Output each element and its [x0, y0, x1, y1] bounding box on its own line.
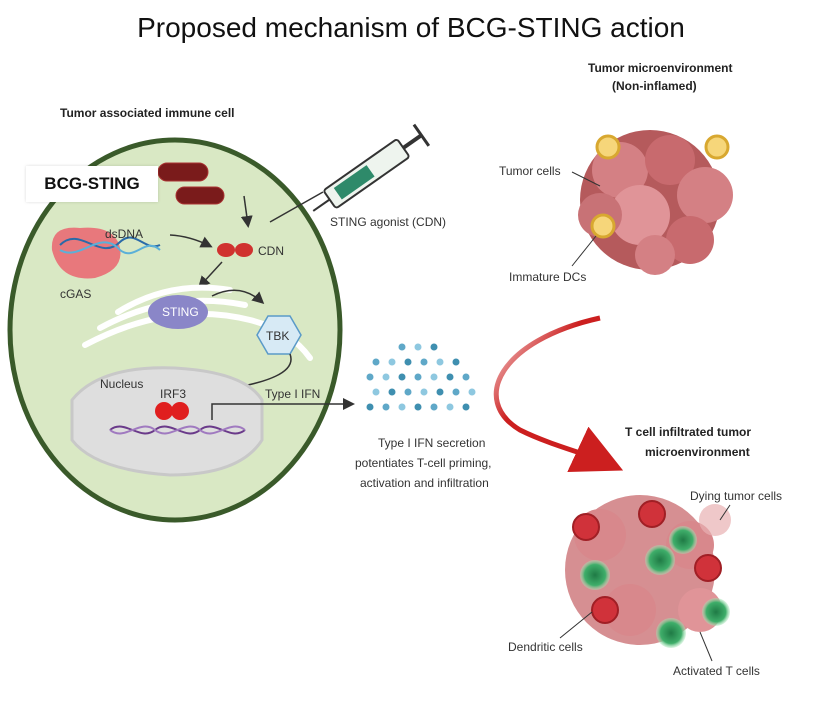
irf3-icon — [155, 402, 189, 420]
ifn-particle — [446, 403, 454, 411]
ifn-particle — [452, 388, 460, 396]
ifn-particle — [420, 358, 428, 366]
sting-label: STING — [162, 305, 199, 319]
bcg-sting-badge: BCG-STING — [26, 166, 158, 202]
agonist-label: STING agonist (CDN) — [330, 215, 446, 229]
ifn-particle — [462, 403, 470, 411]
transition-arrow — [493, 315, 624, 472]
ifn-particle — [414, 373, 422, 381]
tme-top-heading-2: (Non-inflamed) — [612, 79, 697, 93]
ifn-particle — [404, 358, 412, 366]
immature-dcs-label: Immature DCs — [509, 270, 586, 284]
nucleus — [70, 366, 264, 477]
secretion-line-3: activation and infiltration — [360, 476, 489, 490]
immature-dc-icon — [590, 134, 730, 239]
tme-bottom-heading-2: microenvironment — [645, 445, 750, 459]
activated-t-cell-icon — [580, 526, 730, 648]
bcg-bacteria-icon — [157, 162, 225, 205]
secretion-line-2: potentiates T-cell priming, — [355, 456, 492, 470]
ifn-particle — [446, 373, 454, 381]
ifn-particle — [430, 403, 438, 411]
sting-icon — [148, 295, 208, 329]
ifn-particle — [382, 373, 390, 381]
ifn-particle — [388, 358, 396, 366]
ifn-particle — [398, 343, 406, 351]
ifn-particle — [462, 373, 470, 381]
ifn-particle — [372, 388, 380, 396]
ifn-particle — [452, 358, 460, 366]
dying-cells-label: Dying tumor cells — [690, 489, 782, 503]
tme-top-heading-1: Tumor microenvironment — [588, 61, 732, 75]
irf3-label: IRF3 — [160, 387, 186, 401]
syringe-icon — [312, 123, 431, 212]
tme-bottom-heading-1: T cell infiltrated tumor — [625, 425, 751, 439]
cgas-label: cGAS — [60, 287, 91, 301]
cell-heading: Tumor associated immune cell — [60, 106, 235, 120]
tbk-label: TBK — [266, 329, 289, 343]
ifn-particle — [436, 358, 444, 366]
activated-t-cells-label: Activated T cells — [673, 664, 760, 678]
dendritic-cell-icon — [572, 500, 722, 624]
secretion-line-1: Type I IFN secretion — [378, 436, 485, 450]
ifn-particles — [366, 343, 476, 411]
ifn-particle — [414, 403, 422, 411]
nucleus-label: Nucleus — [100, 377, 143, 391]
ifn-particle — [388, 388, 396, 396]
cdn-icon — [217, 243, 253, 257]
dsdna-icon — [59, 236, 161, 250]
ifn-particle — [414, 343, 422, 351]
ifn-particle — [430, 373, 438, 381]
dendritic-cells-label: Dendritic cells — [508, 640, 583, 654]
ifn-particle — [404, 388, 412, 396]
tumor-cells-label: Tumor cells — [499, 164, 561, 178]
cdn-label: CDN — [258, 244, 284, 258]
ifn-particle — [398, 373, 406, 381]
ifn-particle — [382, 403, 390, 411]
ifn-particle — [366, 373, 374, 381]
ifn-particle — [468, 388, 476, 396]
ifn-particle — [366, 403, 374, 411]
page-title: Proposed mechanism of BCG-STING action — [137, 12, 685, 43]
type-ifn-label: Type I IFN — [265, 387, 320, 401]
ifn-particle — [420, 388, 428, 396]
ifn-particle — [430, 343, 438, 351]
ifn-particle — [372, 358, 380, 366]
dsdna-label: dsDNA — [105, 227, 143, 241]
ifn-particle — [436, 388, 444, 396]
ifn-particle — [398, 403, 406, 411]
